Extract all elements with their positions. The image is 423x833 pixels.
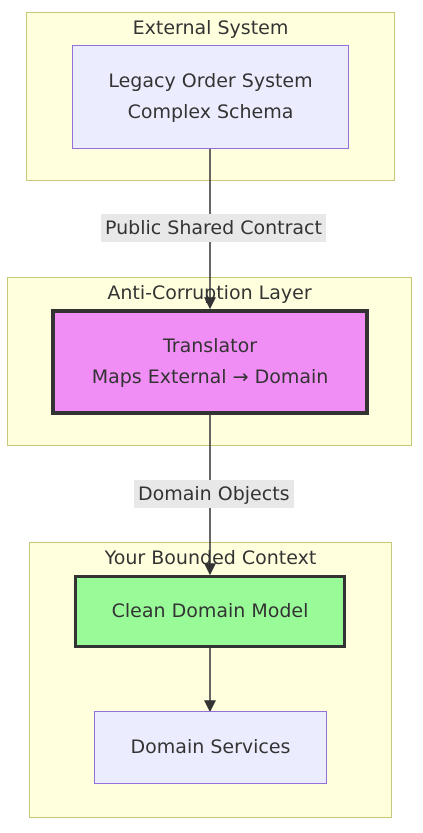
node-legacy-order-system: Legacy Order System Complex Schema [72,45,349,149]
cluster-title-bounded-context: Your Bounded Context [104,547,317,569]
node-translator-line1: Translator [162,335,258,357]
cluster-title-external-system: External System [132,17,289,39]
edge-label-public-shared-contract: Public Shared Contract [101,214,326,242]
node-translator: Translator Maps External → Domain [51,309,369,415]
node-services-label: Domain Services [130,736,291,758]
node-translator-line2: Maps External → Domain [91,366,329,388]
node-clean-label: Clean Domain Model [111,600,309,622]
node-legacy-line1: Legacy Order System [108,70,313,92]
edge-label-domain-objects: Domain Objects [134,480,294,508]
node-domain-services: Domain Services [94,711,327,784]
cluster-title-anti-corruption-layer: Anti-Corruption Layer [107,282,312,304]
node-legacy-line2: Complex Schema [127,101,294,123]
node-clean-domain-model: Clean Domain Model [74,575,346,648]
